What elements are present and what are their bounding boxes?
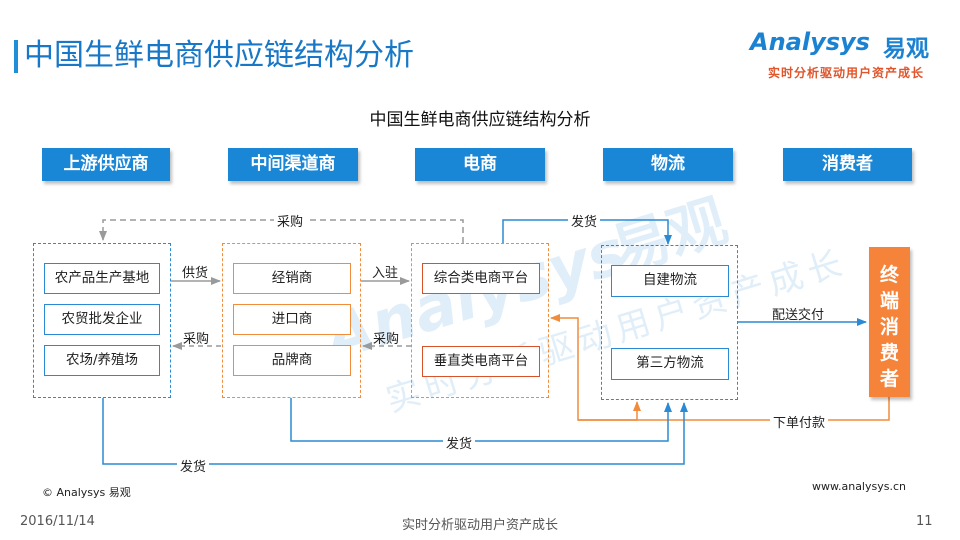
diagram-title: 中国生鲜电商供应链结构分析: [369, 110, 591, 130]
page-number: 11: [916, 514, 933, 529]
flow-order-pay-branch: [578, 401, 641, 421]
header-consumer: 消费者: [783, 148, 912, 181]
label-order-pay: 下单付款: [770, 412, 829, 431]
node-importer: 进口商: [233, 304, 351, 335]
label-purchase-1: 采购: [183, 332, 210, 347]
label-settle: 入驻: [372, 266, 399, 281]
node-wholesale: 农贸批发企业: [44, 304, 160, 335]
label-ship-upstream: 发货: [177, 456, 210, 475]
node-production-base: 农产品生产基地: [44, 263, 160, 294]
label-purchase-2: 采购: [373, 332, 400, 347]
node-third-party-logistics: 第三方物流: [611, 348, 729, 380]
flow-ship-upstream: [102, 398, 688, 465]
group-ecommerce: [411, 243, 549, 398]
website-link[interactable]: www.analysys.cn: [812, 480, 906, 493]
page-title: 中国生鲜电商供应链结构分析: [24, 38, 414, 73]
header-channel: 中间渠道商: [228, 148, 358, 181]
node-brand: 品牌商: [233, 345, 351, 376]
header-ecommerce: 电商: [415, 148, 545, 181]
analysys-logo: Analysys 易观 实时分析驱动用户资产成长: [750, 28, 950, 88]
flow-ship-channel: [290, 398, 672, 442]
node-vertical-platform: 垂直类电商平台: [422, 346, 540, 377]
copyright: © Analysys 易观: [42, 486, 131, 499]
terminal-consumer: 终 端 消 费 者: [869, 247, 910, 397]
node-farm: 农场/养殖场: [44, 345, 160, 376]
label-top-ship: 发货: [568, 211, 601, 230]
header-upstream: 上游供应商: [42, 148, 170, 181]
logo-cn-name: 易观: [883, 36, 929, 62]
header-logistics: 物流: [603, 148, 733, 181]
footer-date: 2016/11/14: [20, 514, 95, 529]
label-ship-channel: 发货: [443, 433, 476, 452]
label-supply: 供货: [182, 266, 209, 281]
title-accent-bar: [14, 40, 18, 73]
footer-slogan: 实时分析驱动用户资产成长: [401, 518, 558, 533]
logo-wordmark: Analysys: [750, 28, 870, 56]
label-top-purchase: 采购: [274, 211, 307, 230]
label-deliver: 配送交付: [772, 308, 825, 323]
group-upstream: [33, 243, 171, 398]
logo-slogan: 实时分析驱动用户资产成长: [768, 66, 925, 80]
group-logistics: [601, 245, 738, 400]
node-distributor: 经销商: [233, 263, 351, 294]
group-channel: [222, 243, 361, 398]
node-general-platform: 综合类电商平台: [422, 263, 540, 294]
node-own-logistics: 自建物流: [611, 265, 729, 297]
